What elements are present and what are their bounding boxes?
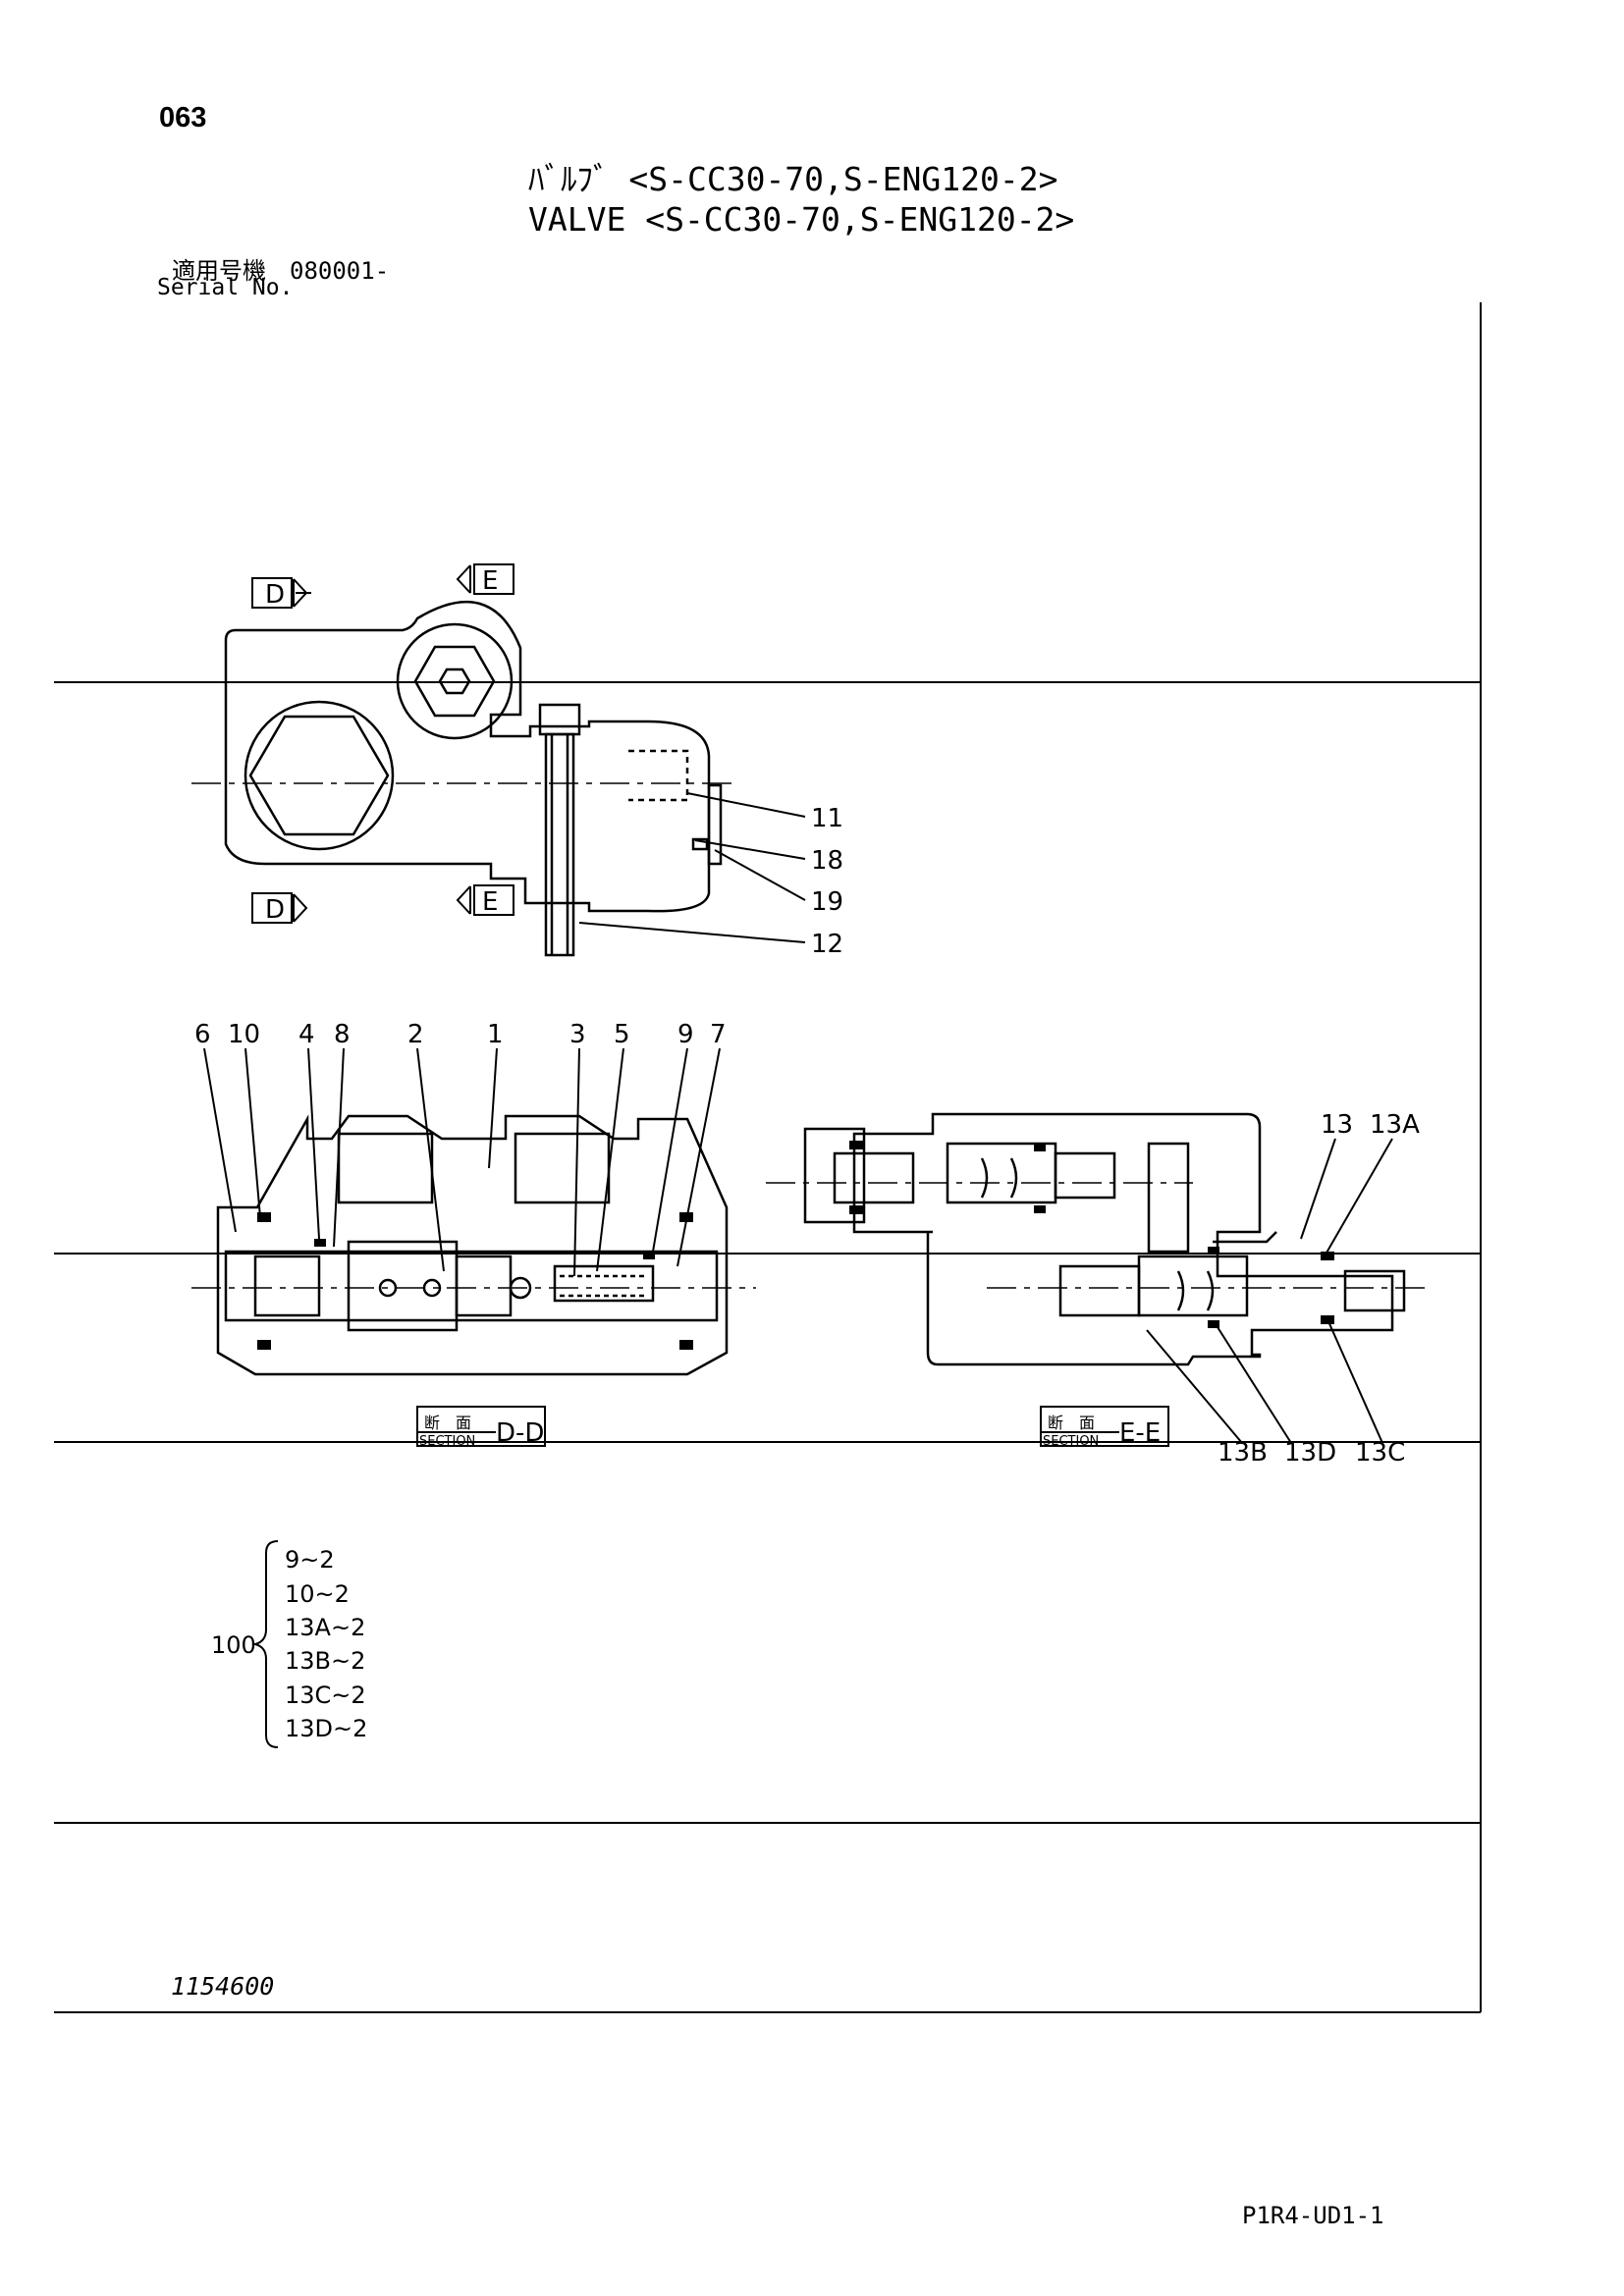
callout-8: 8	[334, 1020, 351, 1049]
leader-lines-ee	[1146, 1138, 1393, 1444]
callout-10: 10	[228, 1020, 260, 1049]
leader-lines-top	[578, 792, 806, 943]
section-marker-label: E	[482, 566, 498, 596]
section-marker-label: D	[265, 895, 285, 925]
callout-11: 11	[811, 804, 843, 833]
callout-7: 7	[710, 1020, 727, 1049]
section-marker-d-bottom	[251, 892, 308, 924]
callout-1: 1	[487, 1020, 504, 1049]
kit-item: 13B~2	[285, 1647, 365, 1675]
section-marker-label: E	[482, 887, 498, 917]
figure-number: 1154600	[171, 1972, 275, 2001]
callout-5: 5	[614, 1020, 630, 1049]
serial-label-english: Serial No.	[157, 275, 294, 300]
kit-item: 13A~2	[285, 1614, 365, 1641]
kit-brace	[251, 1540, 279, 1748]
section-ee-label-jp: 断 面	[1048, 1414, 1095, 1432]
leader-lines-dd	[203, 1047, 721, 1277]
kit-item: 13C~2	[285, 1682, 366, 1709]
callout-13: 13	[1321, 1110, 1353, 1140]
section-dd-label-box	[416, 1406, 546, 1447]
section-ee-label-en: SECTION	[1043, 1434, 1099, 1449]
kit-item: 10~2	[285, 1580, 350, 1608]
callout-12: 12	[811, 930, 843, 959]
kit-item: 13D~2	[285, 1715, 367, 1742]
section-marker-e-bottom	[456, 884, 514, 916]
section-dd-label-en: SECTION	[419, 1434, 475, 1449]
kit-item: 9~2	[285, 1546, 335, 1574]
section-ee-drawing	[803, 1112, 1406, 1366]
callout-13d: 13D	[1284, 1438, 1336, 1468]
frame-lines	[54, 302, 1482, 2013]
title-japanese: ﾊﾞﾙﾌﾞ <S-CC30-70,S-ENG120-2>	[528, 160, 1058, 198]
callout-13c: 13C	[1355, 1438, 1405, 1468]
section-marker-e-top	[456, 563, 514, 595]
callout-2: 2	[407, 1020, 424, 1049]
section-marker-d-top	[251, 577, 311, 609]
callout-13b: 13B	[1218, 1438, 1268, 1468]
section-ee-seals	[849, 1141, 1334, 1328]
callout-4: 4	[298, 1020, 315, 1049]
section-dd-label-id: D-D	[496, 1418, 544, 1448]
section-ee-label-box	[1040, 1406, 1169, 1447]
title-english: VALVE <S-CC30-70,S-ENG120-2>	[528, 200, 1075, 239]
callout-9: 9	[677, 1020, 694, 1049]
section-dd-drawing	[216, 1114, 729, 1376]
section-marker-label: D	[265, 580, 285, 610]
kit-number: 100	[211, 1631, 256, 1659]
callout-3: 3	[569, 1020, 586, 1049]
callout-6: 6	[194, 1020, 211, 1049]
section-dd-label-jp: 断 面	[424, 1414, 471, 1432]
serial-label-japanese: 適用号機 080001-	[172, 257, 390, 285]
callout-19: 19	[811, 887, 843, 917]
page-number: 063	[159, 102, 207, 133]
document-code: P1R4-UD1-1	[1242, 2202, 1384, 2229]
section-dd-seals	[257, 1212, 693, 1350]
top-view	[224, 600, 723, 957]
callout-13a: 13A	[1370, 1110, 1420, 1140]
callout-18: 18	[811, 846, 843, 876]
section-ee-label-id: E-E	[1119, 1418, 1161, 1448]
